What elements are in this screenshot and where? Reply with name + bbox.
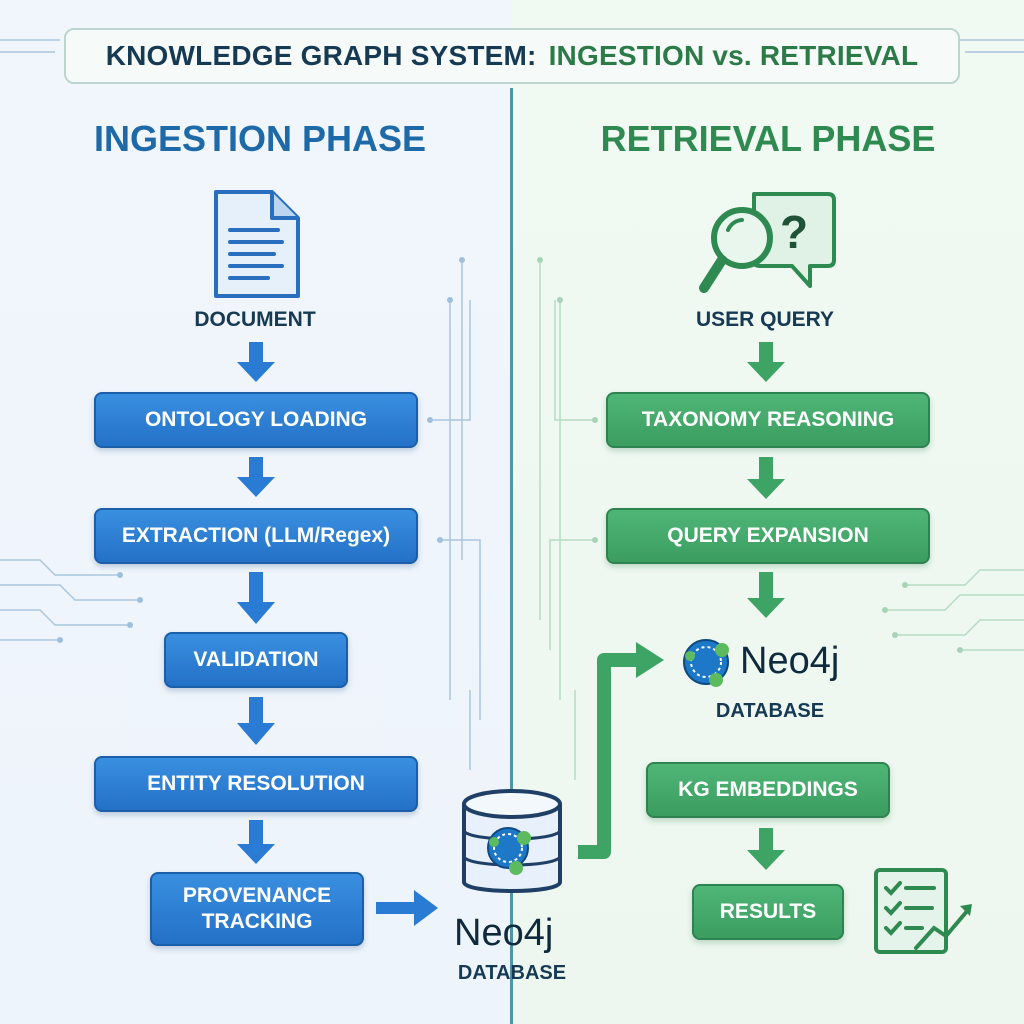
retrieval-db-brand: Neo4j [740,640,840,682]
document-label: DOCUMENT [194,308,316,331]
step-provenance-line-2: TRACKING [201,910,313,933]
user-query-label: USER QUERY [695,308,835,331]
retrieval-db-label: DATABASE [715,700,825,722]
step-kg-embeddings: KG EMBEDDINGS [646,762,890,818]
step-provenance-tracking: PROVENANCE TRACKING [150,872,364,946]
step-query-expansion: QUERY EXPANSION [606,508,930,564]
database-cylinder-icon [462,789,562,893]
neo4j-logo-icon [683,639,729,687]
magnifier-question-icon: ? [699,192,836,293]
svg-text:?: ? [780,206,808,258]
step-entity-resolution: ENTITY RESOLUTION [94,756,418,812]
step-results: RESULTS [692,884,844,940]
page-title: KNOWLEDGE GRAPH SYSTEM: INGESTION vs. RE… [64,28,960,84]
phase-divider [510,88,513,1024]
step-provenance-line-1: PROVENANCE [182,883,332,907]
checklist-chart-icon [874,868,972,954]
step-taxonomy-reasoning: TAXONOMY REASONING [606,392,930,448]
ingestion-db-brand: Neo4j [454,912,554,954]
ingestion-heading: INGESTION PHASE [93,118,427,159]
title-part-1: KNOWLEDGE GRAPH SYSTEM: [105,40,537,71]
title-part-2: INGESTION vs. RETRIEVAL [548,40,919,71]
step-ontology-loading: ONTOLOGY LOADING [94,392,418,448]
retrieval-heading: RETRIEVAL PHASE [600,118,936,159]
ingestion-db-label: DATABASE [457,962,567,984]
document-icon [214,190,300,298]
step-validation: VALIDATION [164,632,348,688]
step-extraction: EXTRACTION (LLM/Regex) [94,508,418,564]
